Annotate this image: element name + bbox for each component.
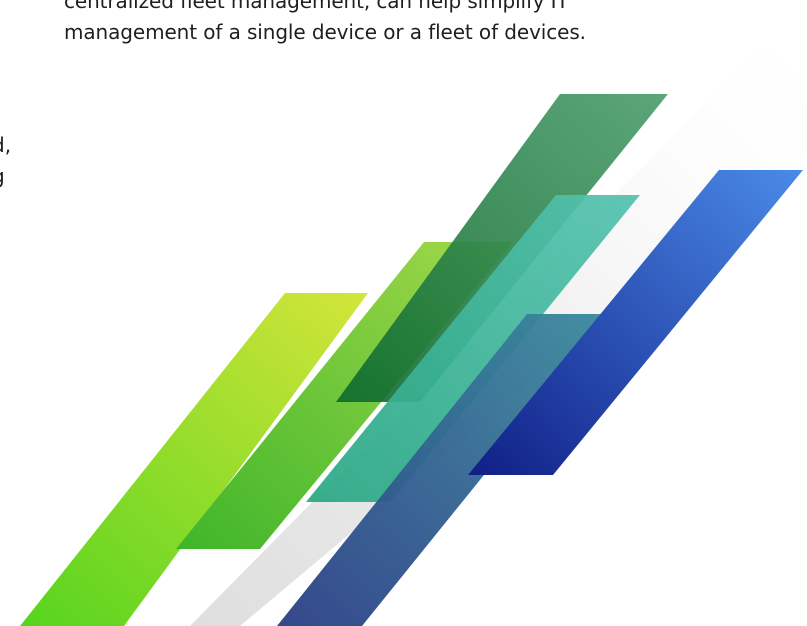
stripe-teal: [306, 195, 640, 502]
clipped-line: g: [0, 161, 11, 192]
paragraph-line: management of a single device or a fleet…: [64, 20, 586, 44]
stripe-forest: [336, 94, 668, 402]
stripe-navy: [277, 314, 614, 626]
stripe-blue: [468, 170, 803, 475]
clipped-line: d,: [0, 133, 12, 157]
paragraph-line: centralized fleet management, can help s…: [64, 0, 569, 13]
stripe-lime: [20, 293, 368, 626]
clipped-left-column-text: d, g: [0, 130, 11, 192]
body-paragraph: centralized fleet management, can help s…: [64, 0, 624, 48]
